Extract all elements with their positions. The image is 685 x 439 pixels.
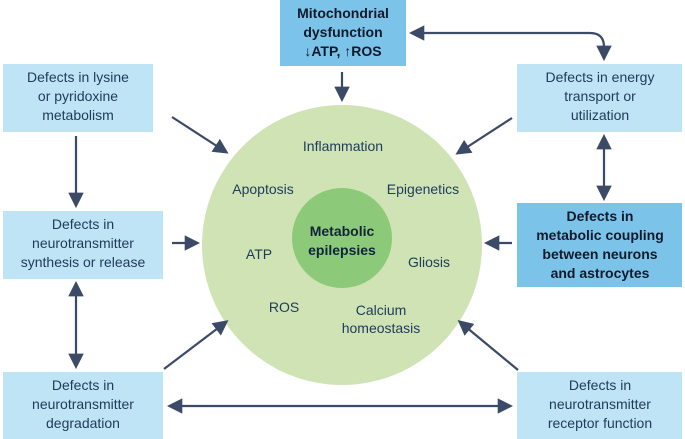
right-bottom-box-line-2: neurotransmitter xyxy=(549,396,651,412)
top-box-line-3: ↓ATP, ↑ROS xyxy=(304,43,381,59)
right-mid-box-line-2: metabolic coupling xyxy=(536,227,664,243)
right-mid-box-line-1: Defects in xyxy=(567,208,634,224)
right-mid-box xyxy=(517,203,682,287)
left-bottom-box-line-3: degradation xyxy=(46,415,120,431)
factor-atp: ATP xyxy=(246,246,272,262)
top-box-line-1: Mitochondrial xyxy=(297,5,389,21)
right-mid-box-line-3: between neurons xyxy=(542,246,657,262)
left-mid-box-line-2: neurotransmitter xyxy=(32,235,134,251)
factor-calcium-line-2: homeostasis xyxy=(342,320,421,336)
arrow-rightbottom-to-circle xyxy=(457,320,519,371)
arrow-leftbottom-to-circle xyxy=(163,320,229,370)
inner-circle xyxy=(292,188,392,288)
right-bottom-box-line-1: Defects in xyxy=(569,377,631,393)
left-bottom-box-line-2: neurotransmitter xyxy=(32,396,134,412)
arrow-righttop-to-circle xyxy=(455,117,513,155)
top-box xyxy=(280,0,406,66)
left-mid-box-line-1: Defects in xyxy=(52,216,114,232)
left-top-box xyxy=(3,64,153,132)
factor-gliosis: Gliosis xyxy=(408,254,450,270)
left-mid-box-line-3: synthesis or release xyxy=(21,254,146,270)
right-mid-box-line-4: and astrocytes xyxy=(551,265,650,281)
right-top-box-line-3: utilization xyxy=(571,107,629,123)
left-bottom-box xyxy=(3,372,163,439)
center-label-line-1: Metabolic xyxy=(310,223,375,239)
left-bottom-box-line-1: Defects in xyxy=(52,377,114,393)
right-top-box-line-1: Defects in energy xyxy=(546,69,655,85)
right-bottom-box-line-3: receptor function xyxy=(548,415,652,431)
left-top-box-line-3: metabolism xyxy=(42,107,114,123)
right-bottom-box xyxy=(517,372,682,439)
right-top-box-line-2: transport or xyxy=(564,88,636,104)
top-box-line-2: dysfunction xyxy=(303,24,382,40)
arrow-top-right-connector xyxy=(408,25,612,62)
arrow-lefttop-to-circle xyxy=(171,116,229,154)
left-top-box-line-1: Defects in lysine xyxy=(27,69,129,85)
left-mid-box xyxy=(3,211,163,279)
left-top-box-line-2: or pyridoxine xyxy=(38,88,118,104)
factor-ros: ROS xyxy=(269,299,299,315)
factor-inflammation: Inflammation xyxy=(303,138,383,154)
center-label-line-2: epilepsies xyxy=(308,242,376,258)
factor-apoptosis: Apoptosis xyxy=(232,181,293,197)
factor-epigenetics: Epigenetics xyxy=(387,181,459,197)
factor-calcium-line-1: Calcium xyxy=(356,302,407,318)
right-top-box xyxy=(517,64,682,132)
